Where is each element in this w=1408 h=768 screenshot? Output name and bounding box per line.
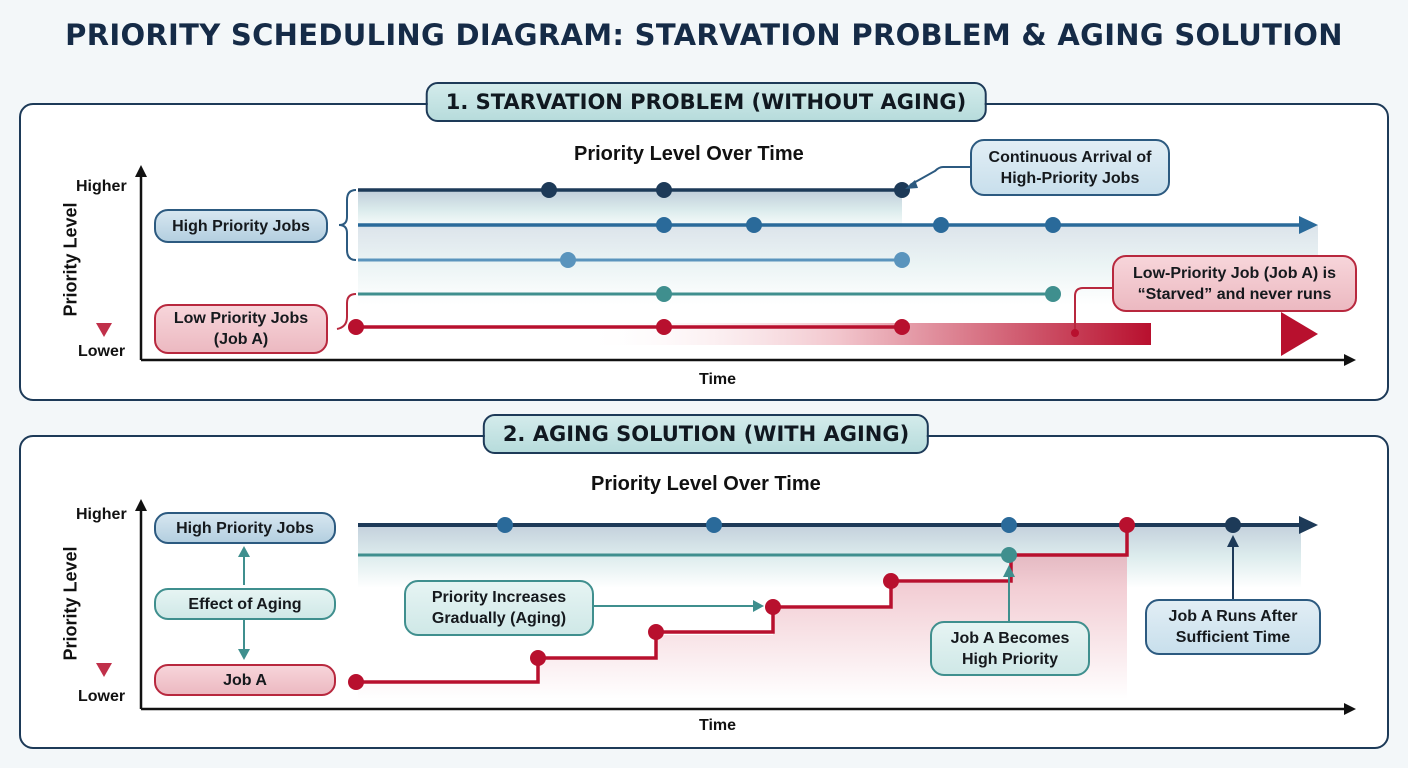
job-a-label: Job A	[154, 664, 336, 696]
section2-y-axis-label: Priority Level	[60, 546, 81, 661]
effect-of-aging-label: Effect of Aging	[154, 588, 336, 620]
low-priority-jobs-label: Low Priority Jobs (Job A)	[154, 304, 328, 354]
job-dots-row4	[656, 286, 1061, 302]
page-title: PRIORITY SCHEDULING DIAGRAM: STARVATION …	[65, 18, 1343, 52]
section2-header: 2. AGING SOLUTION (WITH AGING)	[482, 414, 930, 454]
section1-y-high: Higher	[76, 178, 127, 195]
high-priority-jobs-label-2: High Priority Jobs	[154, 512, 336, 544]
section1-x-axis-label: Time	[699, 371, 737, 388]
priority-increases-callout: Priority Increases Gradually (Aging)	[404, 580, 594, 636]
job-a-runs-callout: Job A Runs After Sufficient Time	[1145, 599, 1321, 655]
high-priority-jobs-label: High Priority Jobs	[154, 209, 328, 243]
job-dots-row1	[541, 182, 910, 198]
job-a-dots	[348, 319, 910, 335]
section1-chart-title: Priority Level Over Time	[574, 143, 804, 165]
continuous-arrival-callout: Continuous Arrival of High-Priority Jobs	[970, 139, 1170, 196]
job-a-becomes-callout: Job A Becomes High Priority	[930, 621, 1090, 676]
aging-panel: 2. AGING SOLUTION (WITH AGING) Priority …	[19, 414, 1389, 749]
section2-y-low: Lower	[78, 688, 126, 705]
section1-header: 1. STARVATION PROBLEM (WITHOUT AGING)	[425, 82, 987, 122]
starvation-panel: 1. STARVATION PROBLEM (WITHOUT AGING) Pr…	[19, 82, 1389, 401]
section2-y-high: Higher	[76, 506, 127, 523]
teal-dot	[1001, 547, 1017, 563]
section1-y-low: Lower	[78, 343, 126, 360]
section2-chart-title: Priority Level Over Time	[591, 473, 821, 495]
section1-y-axis-label: Priority Level	[60, 202, 81, 317]
job-a-aging-dots	[348, 517, 1135, 690]
job-dots-row2	[656, 217, 1061, 233]
starved-callout: Low-Priority Job (Job A) is “Starved” an…	[1112, 255, 1357, 312]
high-job-dots	[497, 517, 1241, 533]
section2-x-axis-label: Time	[699, 717, 737, 734]
job-dots-row3	[560, 252, 910, 268]
